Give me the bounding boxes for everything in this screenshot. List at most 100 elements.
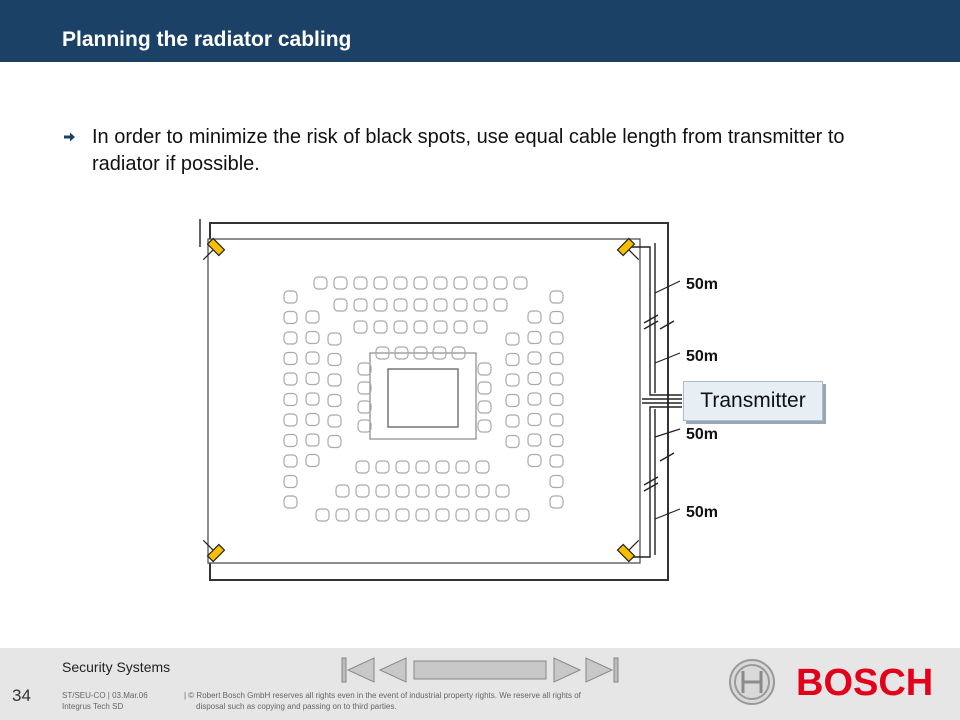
- cable-length-label-2: 50m: [686, 348, 718, 365]
- seat: [283, 331, 298, 345]
- seat: [353, 320, 368, 334]
- seat: [355, 460, 370, 474]
- seat: [327, 352, 342, 367]
- footer-copyright: | © Robert Bosch GmbH reserves all right…: [184, 690, 654, 712]
- seat: [549, 290, 564, 304]
- seat: [394, 346, 409, 360]
- footer-section-label: Security Systems: [62, 659, 171, 675]
- seat: [505, 393, 520, 408]
- previous-slide-button[interactable]: [378, 657, 407, 683]
- seat: [475, 484, 490, 498]
- seat: [505, 434, 520, 449]
- seat: [549, 413, 564, 427]
- seat: [335, 508, 350, 522]
- seat: [353, 276, 368, 290]
- seat: [353, 298, 368, 312]
- seat: [527, 371, 542, 386]
- seat: [432, 346, 447, 360]
- first-slide-button[interactable]: [341, 657, 375, 683]
- seat: [327, 434, 342, 449]
- seat: [357, 419, 372, 433]
- seat: [549, 331, 564, 345]
- seat: [413, 298, 428, 312]
- seat: [373, 298, 388, 312]
- seat: [473, 298, 488, 312]
- seat: [455, 508, 470, 522]
- seat: [549, 372, 564, 386]
- radiator-bottom-left: [202, 539, 226, 563]
- seat: [453, 276, 468, 290]
- seat: [305, 453, 320, 468]
- seat: [415, 508, 430, 522]
- seat: [327, 332, 342, 346]
- cable-length-label-3: 50m: [686, 426, 718, 443]
- seat: [283, 351, 298, 366]
- seat: [415, 484, 430, 498]
- seat: [375, 484, 390, 498]
- seat: [393, 320, 408, 334]
- bosch-armature-icon: [729, 659, 775, 705]
- seat: [375, 346, 390, 360]
- seat: [305, 351, 320, 365]
- seat: [435, 460, 450, 474]
- seat: [327, 373, 342, 387]
- seat: [477, 362, 492, 376]
- seat: [475, 508, 490, 522]
- seat: [549, 392, 564, 407]
- slide-progress-bar: [413, 660, 547, 680]
- seat: [477, 400, 492, 414]
- seat: [527, 310, 542, 324]
- radiator-top-left: [202, 237, 226, 261]
- cable-length-label-1: 50m: [686, 276, 718, 293]
- seat: [373, 276, 388, 290]
- stage-outer: [369, 352, 477, 440]
- seat: [515, 508, 530, 522]
- seat: [433, 298, 448, 312]
- label-leaders: [654, 280, 681, 520]
- footer-copyright-line-1: | © Robert Bosch GmbH reserves all right…: [184, 691, 581, 700]
- seat: [549, 495, 564, 509]
- footer-meta: ST/SEU-CO | 03.Mar.06 Integrus Tech SD: [62, 690, 177, 712]
- seat: [357, 400, 372, 414]
- seat: [549, 454, 564, 468]
- next-slide-button[interactable]: [553, 657, 582, 683]
- bosch-logo-text: BOSCH: [796, 662, 934, 704]
- seat: [305, 412, 320, 427]
- seat: [527, 392, 542, 406]
- seat: [455, 460, 470, 474]
- cable-top-right: [626, 246, 682, 396]
- seat: [413, 320, 428, 334]
- seat: [357, 362, 372, 376]
- seat: [415, 460, 430, 474]
- radiator-top-right: [616, 237, 640, 261]
- seat: [335, 484, 350, 498]
- seat: [527, 453, 542, 468]
- seat: [493, 276, 508, 290]
- room-outline: [207, 238, 641, 564]
- seat: [453, 320, 468, 334]
- page-number: 34: [12, 686, 31, 705]
- seat: [375, 460, 390, 474]
- seat: [477, 419, 492, 433]
- seat: [473, 276, 488, 290]
- bullet-text: In order to minimize the risk of black s…: [92, 126, 845, 175]
- arrow-right-icon: [64, 132, 75, 142]
- seat: [327, 414, 342, 428]
- seat: [283, 495, 298, 509]
- seat: [333, 276, 348, 290]
- seat: [357, 381, 372, 395]
- seating-area: [283, 276, 564, 522]
- header-bar: Planning the radiator cabling: [0, 0, 960, 62]
- seat: [505, 352, 520, 367]
- seat: [305, 392, 320, 406]
- seat: [451, 346, 466, 360]
- seat: [283, 433, 298, 448]
- seat: [495, 508, 510, 522]
- seat: [305, 433, 320, 447]
- seat: [283, 372, 298, 386]
- seat: [527, 351, 542, 365]
- seat: [493, 298, 508, 312]
- seat: [475, 460, 490, 474]
- seat: [355, 484, 370, 498]
- last-slide-button[interactable]: [585, 657, 619, 683]
